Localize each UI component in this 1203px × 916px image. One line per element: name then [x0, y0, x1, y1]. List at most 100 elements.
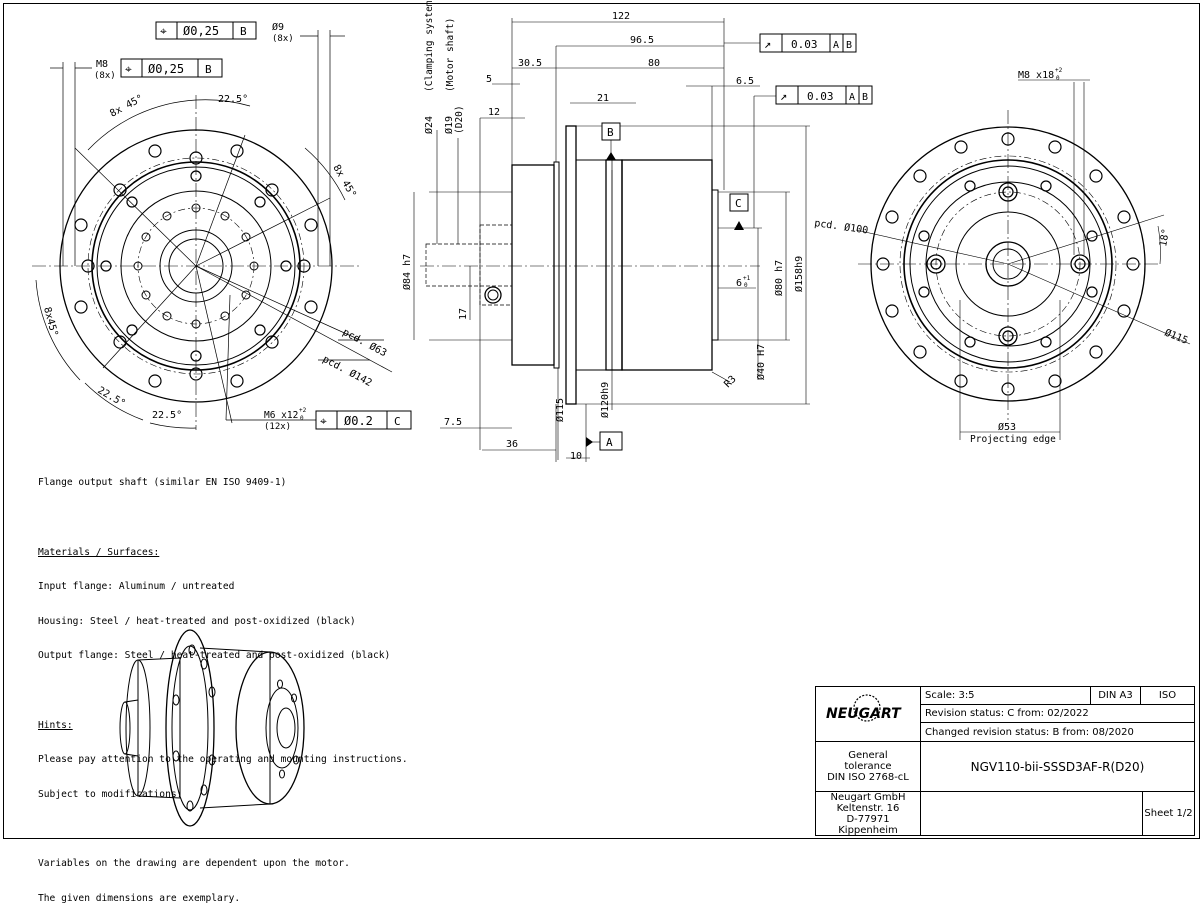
iso-hole — [279, 769, 285, 779]
outer-hole — [148, 144, 162, 158]
flange-hole — [220, 211, 230, 221]
dim-label: Ø19 — [443, 116, 455, 134]
iso-output-face — [265, 687, 299, 769]
dim-label: 122 — [612, 11, 630, 22]
hints-title: Hints: — [38, 719, 73, 731]
tolerance-line: General — [848, 750, 888, 761]
housing-hole — [918, 286, 930, 298]
dim-label: R3 — [722, 374, 738, 390]
input-flange — [511, 164, 555, 366]
logo-cell — [816, 687, 921, 742]
dim-label: 7.5 — [444, 417, 462, 428]
logo-gear-icon — [853, 694, 881, 722]
pcd-label: pcd. Ø63 — [341, 326, 389, 359]
iso-hole — [291, 693, 297, 703]
output-face — [711, 189, 719, 341]
fcf-value: 0.03 — [791, 38, 818, 51]
sheet-border — [3, 3, 1200, 839]
outer-hole — [230, 144, 244, 158]
projecting-edge-label: Projecting edge — [970, 434, 1056, 445]
fcf-box — [775, 85, 873, 105]
iso-hole — [277, 679, 283, 689]
motor-shaft-label: (Motor shaft) — [445, 18, 456, 92]
left-fcf-thread: M8 (8x) ⌖ Ø0,25 B — [94, 58, 223, 81]
outer-hole — [1089, 345, 1103, 359]
technical-drawing: ⌖ Ø0,25 B Ø9 (8x) M8 (8x) ⌖ Ø0,25 B 8x 4… — [3, 0, 1200, 839]
title-block: Scale: 3:5 DIN A3 ISO Revision status: C… — [815, 686, 1195, 836]
fcf-symbol: ⌖ — [160, 24, 167, 38]
middle-dim-lines — [413, 18, 810, 462]
outer-hole — [913, 345, 927, 359]
company-line: D-77971 Kippenheim — [838, 813, 898, 836]
outer-hole — [913, 169, 927, 183]
dim-label: 6.5 — [736, 76, 754, 87]
fcf-value: Ø0,25 — [148, 62, 184, 76]
flange-hole — [141, 232, 151, 242]
dim-label: (D20) — [454, 105, 465, 134]
housing-hole — [1086, 230, 1098, 242]
iso-housing — [199, 647, 271, 809]
flange-hole — [162, 311, 172, 321]
radial-line — [74, 147, 197, 267]
housing-hole — [1040, 336, 1052, 348]
angle-arc — [87, 99, 197, 151]
angle-arc — [304, 147, 346, 201]
leader-m6 — [225, 294, 231, 421]
format-cell: DIN A3 — [1091, 687, 1141, 705]
outer-hole — [885, 210, 899, 224]
hole-count-label: (8x) — [272, 34, 294, 44]
outer-hole — [265, 335, 279, 349]
outer-hole — [304, 300, 318, 314]
drawing-sheet: ⌖ Ø0,25 B Ø9 (8x) M8 (8x) ⌖ Ø0,25 B 8x 4… — [3, 0, 1200, 839]
clamp-screw — [484, 286, 502, 304]
dim-label: 96.5 — [630, 35, 654, 46]
iso-hole — [186, 800, 194, 812]
iso-shaft-edge — [124, 699, 139, 703]
fcf-symbol: ↗ — [780, 89, 787, 103]
angle-label: 22.5° — [152, 410, 182, 421]
fcf-datum: B — [240, 25, 247, 38]
fcf-value: Ø0,25 — [183, 24, 219, 38]
iso-hole — [172, 750, 180, 762]
datum-triangle — [586, 437, 593, 447]
pcd-label: pcd. Ø100 — [814, 217, 869, 236]
housing-hole — [1086, 286, 1098, 298]
middle-labels: 122 96.5 30.5 80 5 6.5 21 12 (Clamping s… — [401, 0, 873, 462]
fcf-datum: C — [394, 415, 401, 428]
variables-line: The given dimensions are exemplary. — [38, 892, 241, 904]
outer-hole — [113, 335, 127, 349]
fcf-symbol: ⌖ — [125, 62, 132, 76]
left-radial-lines — [74, 134, 393, 424]
fcf-datum: A — [833, 40, 839, 51]
materials-line: Output flange: Steel / heat-treated and … — [38, 650, 391, 661]
isometric-view — [119, 629, 305, 827]
hints-line: Subject to modifications. — [38, 788, 183, 800]
fcf-datum: B — [205, 63, 212, 76]
iso-hole — [200, 784, 208, 796]
thread-label: M8 — [96, 59, 108, 70]
angle-label: 22.5° — [218, 94, 248, 105]
sheet-cell: Sheet 1/2 — [1144, 808, 1193, 819]
tolerance-line: tolerance — [844, 761, 892, 772]
datum-a-box — [599, 431, 623, 451]
output-flange-side — [565, 125, 577, 405]
company-cell: Neugart GmbH Keltenstr. 16 D-77971 Kippe… — [816, 792, 921, 836]
dim-label: 6 — [736, 278, 742, 289]
right-view — [855, 79, 1191, 440]
standard-cell: ISO — [1141, 687, 1194, 705]
housing-band — [605, 159, 623, 371]
part-number-cell: NGV110-bii-SSSD3AF-R(D20) — [921, 742, 1194, 792]
dim-label: 30.5 — [518, 58, 542, 69]
dim-label: Ø115 — [554, 398, 566, 422]
datum-label: B — [607, 126, 614, 139]
angle-label: 22.5° — [96, 385, 128, 410]
fcf-datum: A — [849, 92, 855, 103]
logo-text: NEUGART — [826, 706, 902, 722]
angle-label: 18° — [1158, 228, 1172, 248]
outer-hole — [1117, 304, 1131, 318]
datum-c-box — [729, 193, 749, 212]
dim-label: Ø80 h7 — [773, 260, 785, 296]
datum-label: A — [606, 436, 613, 449]
materials-line: Input flange: Aluminum / untreated — [38, 581, 235, 592]
pcd-label: pcd. Ø142 — [321, 353, 374, 389]
